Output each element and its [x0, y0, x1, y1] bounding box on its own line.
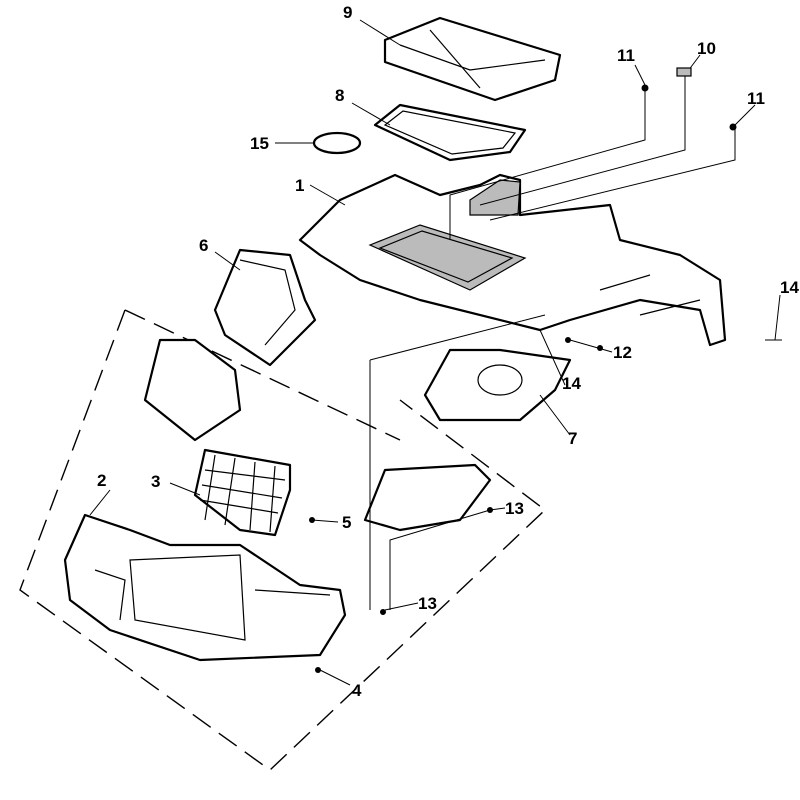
callout-13-upper: 13 — [505, 499, 524, 518]
callout-13-lower: 13 — [418, 594, 437, 613]
part-15-o-ring — [312, 131, 362, 155]
callout-3: 3 — [151, 472, 160, 491]
part-7-housing — [423, 348, 572, 422]
part-3-grille — [193, 448, 292, 537]
callout-6: 6 — [199, 236, 208, 255]
callout-11-left: 11 — [617, 46, 635, 65]
part-8-gasket — [373, 103, 527, 162]
part-5-headlight — [363, 463, 492, 532]
callout-12: 12 — [613, 343, 632, 362]
callout-14-right: 14 — [780, 278, 799, 297]
front-assembly-boundary — [19, 309, 547, 771]
hardware-fasteners — [309, 67, 782, 673]
part-1-cowl — [298, 173, 727, 347]
callout-14: 14 — [562, 374, 581, 393]
boundary-inner — [124, 309, 401, 441]
callout-15: 15 — [250, 134, 269, 153]
callout-10: 10 — [697, 39, 716, 58]
front-liner — [143, 338, 242, 442]
callout-11-right: 11 — [747, 89, 765, 108]
callout-7: 7 — [568, 429, 577, 448]
callout-5: 5 — [342, 513, 351, 532]
callout-2: 2 — [97, 471, 106, 490]
leader-lines — [89, 19, 781, 686]
part-9-rack — [383, 16, 562, 102]
callout-4: 4 — [352, 681, 362, 700]
callout-1: 1 — [295, 176, 304, 195]
part-6-housing — [213, 248, 317, 367]
callout-9: 9 — [343, 3, 352, 22]
callout-8: 8 — [335, 86, 344, 105]
part-2-front-cowl — [63, 513, 347, 662]
